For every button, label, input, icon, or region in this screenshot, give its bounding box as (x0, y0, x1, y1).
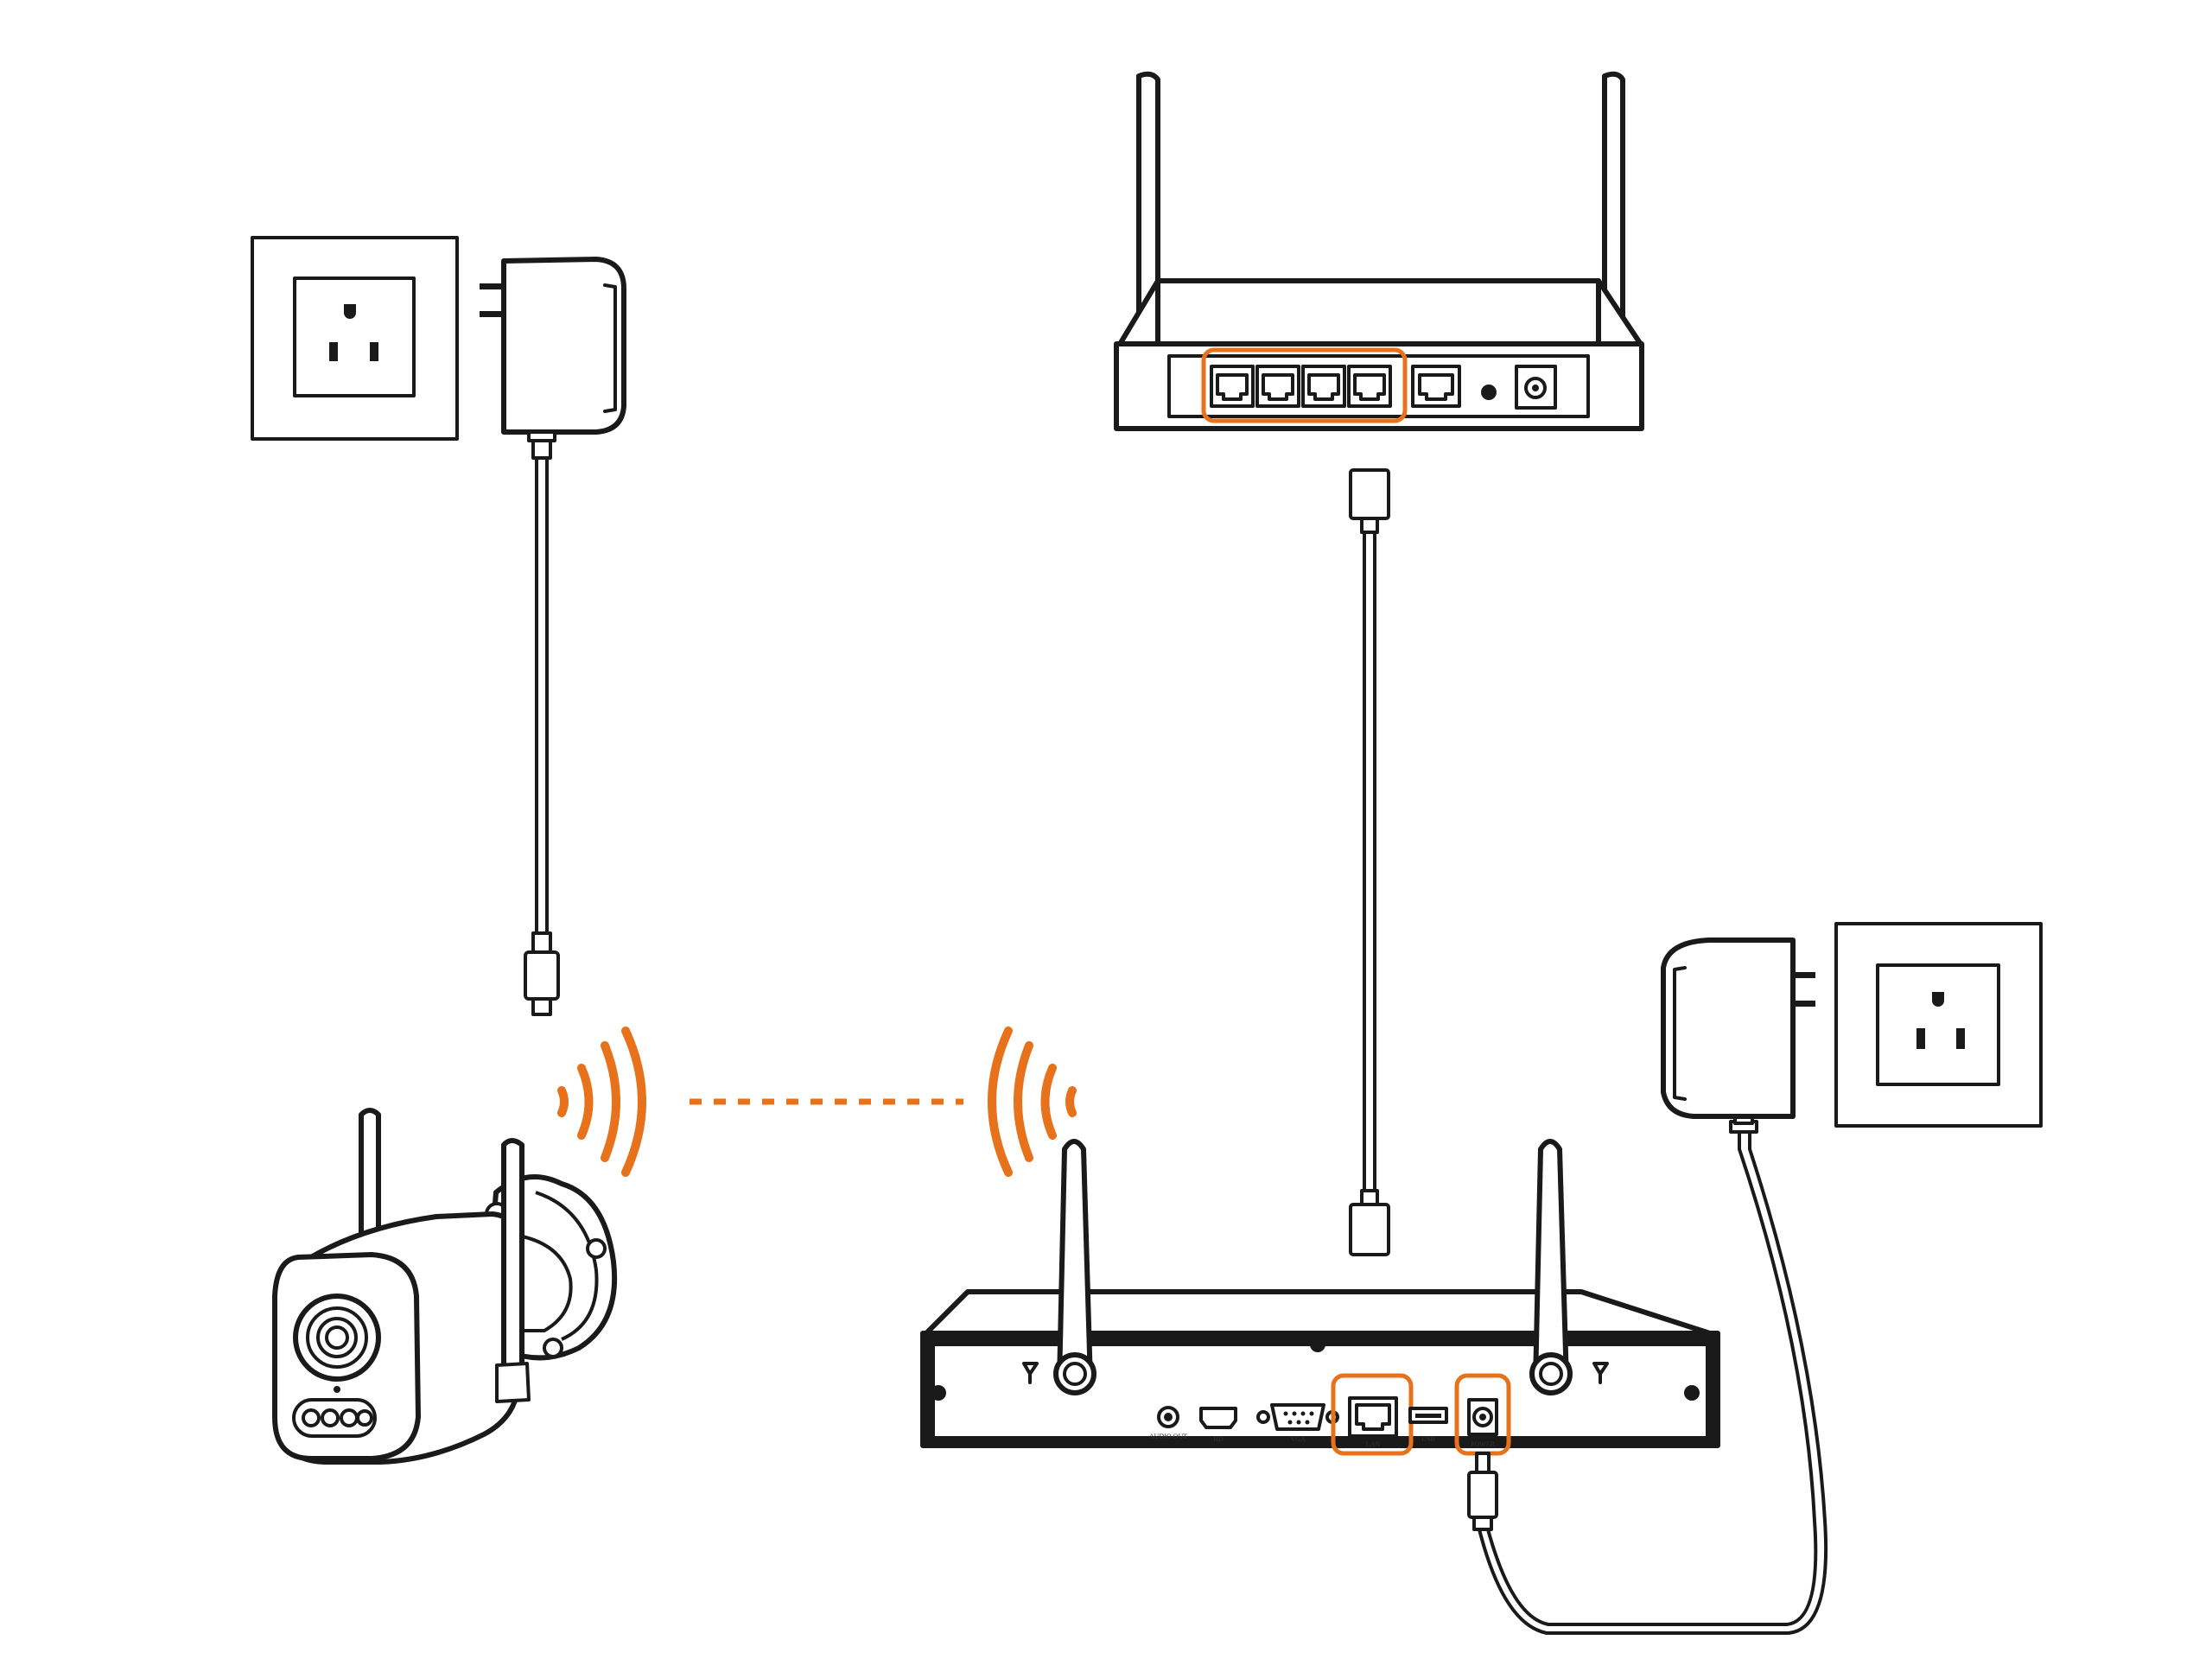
nvr-icon: AUDIO OUT HD VGA LAN USB (920, 1139, 1720, 1456)
router-lan-highlight (1201, 347, 1408, 423)
antenna-symbol-icon (1022, 1362, 1609, 1384)
wireless-signal-icon (557, 1027, 646, 1177)
power-adapter-icon (480, 257, 626, 460)
nvr-audio-out-port: AUDIO OUT (1149, 1406, 1187, 1440)
ethernet-connector-icon (1349, 468, 1390, 1256)
vga-label: VGA (1290, 1435, 1306, 1443)
audio-out-label: AUDIO OUT (1149, 1433, 1187, 1440)
nvr-power-cable (1467, 1130, 1828, 1635)
nvr-usb-port: USB (1408, 1407, 1448, 1443)
adapter-cable (524, 456, 560, 1016)
router-power-jack (1515, 365, 1557, 410)
router-lan-ports (1210, 365, 1392, 408)
usb-label: USB (1421, 1435, 1435, 1443)
lan-label: LAN (1366, 1440, 1381, 1448)
nvr-vga-port: VGA (1256, 1403, 1339, 1443)
nvr-power-port: POWER (1454, 1373, 1511, 1456)
wireless-signal-icon (988, 1027, 1077, 1177)
hdmi-label: HD (1213, 1435, 1224, 1443)
ip-camera-icon (272, 1108, 618, 1465)
router-reset-button (1481, 385, 1497, 400)
nvr-hdmi-port: HD (1199, 1407, 1237, 1443)
power-label: POWER (1471, 1440, 1496, 1448)
router-wan-port (1411, 365, 1461, 408)
nvr-lan-port: LAN (1331, 1373, 1414, 1456)
router-icon (1114, 71, 1644, 431)
power-adapter-icon (1661, 938, 1815, 1134)
wall-outlet-icon (1834, 922, 2043, 1128)
wall-outlet-icon (251, 236, 459, 441)
